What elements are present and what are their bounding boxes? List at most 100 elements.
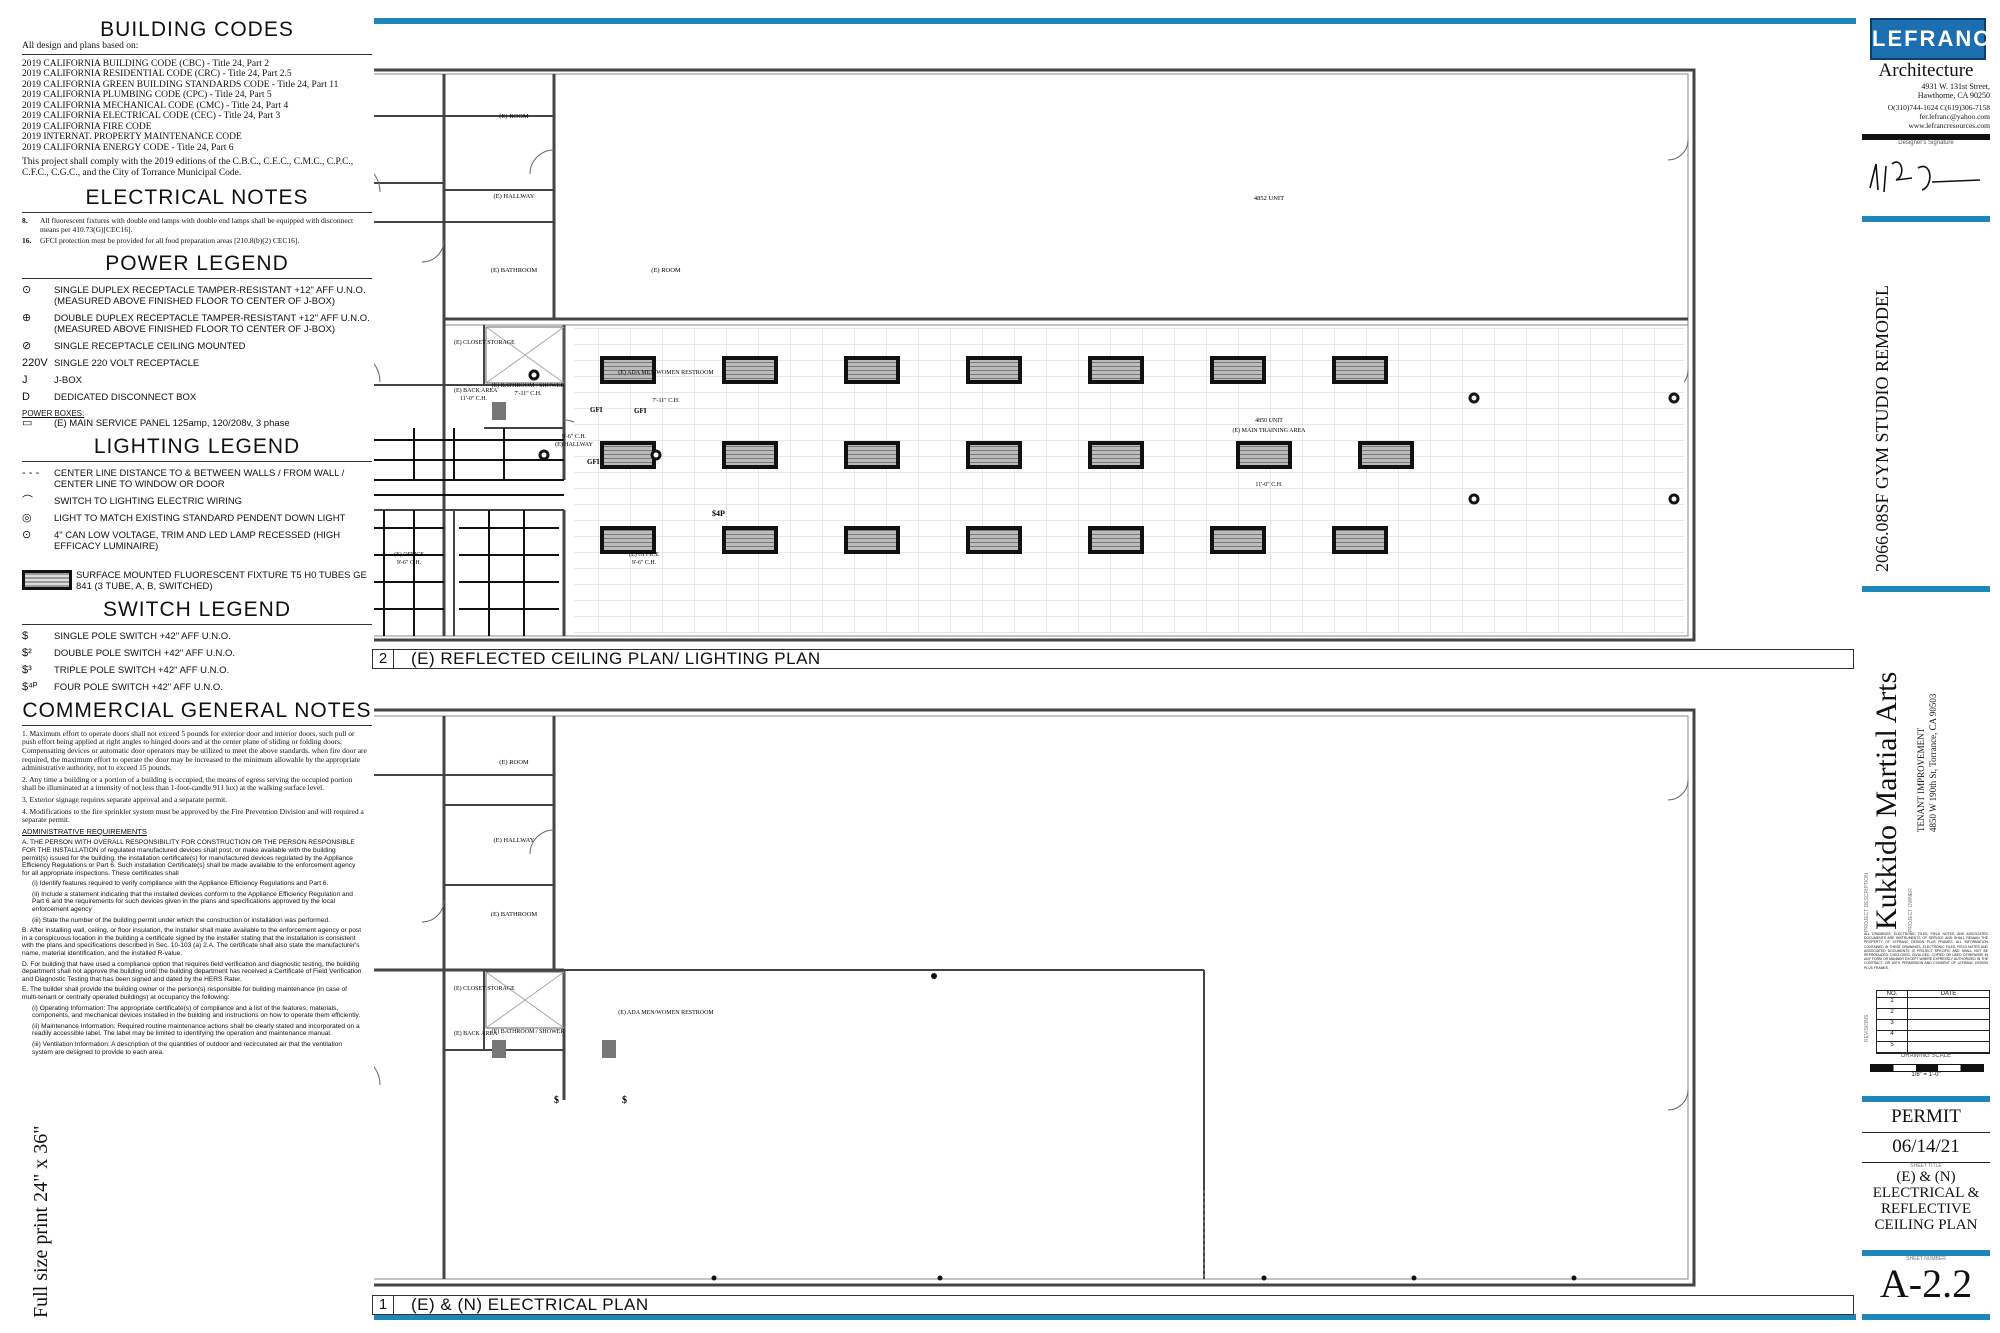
power-legend-title: POWER LEGEND <box>105 251 289 275</box>
rev-date-header: DATE <box>1940 991 1957 997</box>
room-label-back-area-ch: 11'-0" C.H. <box>460 396 488 402</box>
lighting-legend-title: LIGHTING LEGEND <box>93 434 301 458</box>
receptacle-symbol <box>711 1275 717 1281</box>
revision-number: 4 <box>1877 1031 1908 1041</box>
top-border-bar <box>374 18 1856 24</box>
fluorescent-fixture <box>1236 441 1292 469</box>
room-label-back-area: (E) BACK AREA <box>454 1030 498 1037</box>
legend-text: DOUBLE DUPLEX RECEPTACLE TAMPER-RESISTAN… <box>54 312 370 335</box>
fluorescent-fixtures <box>600 356 1414 554</box>
legend-text: LIGHT TO MATCH EXISTING STANDARD PENDENT… <box>54 512 346 524</box>
fluorescent-fixture <box>722 526 778 554</box>
building-code-item: 2019 CALIFORNIA MECHANICAL CODE (CMC) - … <box>22 100 289 111</box>
pendant-lights <box>528 369 1680 505</box>
legend-row: ◎LIGHT TO MATCH EXISTING STANDARD PENDEN… <box>22 512 372 524</box>
status-text: PERMIT <box>1891 1106 1961 1127</box>
gfi-label: GFI <box>590 406 603 414</box>
revision-row: 4 <box>1877 1031 1989 1042</box>
fluorescent-fixture <box>966 526 1022 554</box>
legend-row: 220V SINGLE 220 VOLT RECEPTACLE <box>22 356 372 369</box>
sheet-title: (E) & (N) ELECTRICAL & REFLECTIVE CEILIN… <box>1872 1169 1980 1233</box>
electrical-note: 8.All fluorescent fixtures with double e… <box>22 216 372 234</box>
admin-requirement: (i) Identify features required to verify… <box>32 880 329 888</box>
plan-number: 2 <box>373 650 394 668</box>
divider <box>22 724 372 726</box>
fluorescent-fixture <box>722 356 778 384</box>
building-code-item: 2019 CALIFORNIA ENERGY CODE - Title 24, … <box>22 142 234 153</box>
legend-row: - - -CENTER LINE DISTANCE TO & BETWEEN W… <box>22 467 372 490</box>
plans-drawing: (E) ROOM (E) HALLWAY (E) BATHROOM (E) RO… <box>374 68 1696 1287</box>
power-boxes-label: POWER BOXES: <box>22 408 85 418</box>
firm-logo: LEFRANC <box>1870 18 1989 60</box>
admin-requirement: B. After installing wall, ceiling, or fl… <box>22 927 362 958</box>
admin-requirement: (ii) Include a statement indicating that… <box>32 890 353 914</box>
toilet <box>492 402 506 420</box>
admin-requirement: D. For building that have used a complia… <box>22 960 362 983</box>
fluorescent-fixture <box>1332 356 1388 384</box>
divider <box>22 53 372 55</box>
fluorescent-fixture <box>1332 526 1388 554</box>
project-description: 2066.08SF GYM STUDIO REMODEL <box>1872 284 1892 572</box>
shower-enclosure <box>485 971 565 1029</box>
project-desc-box: 2066.08SF GYM STUDIO REMODEL <box>1862 216 1990 592</box>
logo-text: LEFRANC <box>1872 26 1992 51</box>
legend-text: SINGLE 220 VOLT RECEPTACLE <box>54 357 200 369</box>
gfi-label: GFI <box>587 458 600 466</box>
legend-text: SINGLE POLE SWITCH +42" AFF U.N.O. <box>54 630 231 642</box>
fluorescent-fixture <box>1088 441 1144 469</box>
power-symbol-icon: ⊙ <box>22 283 32 296</box>
room-label-bath-shower: (E) BATHROOM / SHOWER <box>492 1028 565 1035</box>
room-label-office: (E) OFFICE <box>629 551 659 558</box>
receptacles <box>711 973 1577 1281</box>
admin-requirement: (ii) Maintenance Information: Required r… <box>32 1022 360 1038</box>
title-block: LEFRANC Architecture 4931 W. 131st Stree… <box>1862 18 1990 1323</box>
room-label-back-area: (E) BACK AREA <box>454 387 498 394</box>
power-symbol-icon: ⊕ <box>22 311 32 324</box>
room-label-closet: (E) CLOSET STORAGE <box>454 339 515 346</box>
building-codes-section: BUILDING CODES All design and plans base… <box>22 18 372 178</box>
client-name: Kukkido Martial Arts <box>1870 671 1903 930</box>
pendant-light <box>528 369 540 381</box>
power-symbol-icon: 220V <box>22 356 48 369</box>
toilet <box>602 1040 616 1058</box>
admin-requirement: (i) Operating Information: The appropria… <box>32 1004 361 1020</box>
legend-text: DEDICATED DISCONNECT BOX <box>54 391 197 403</box>
switch-symbol-icon: $ <box>22 629 29 642</box>
building-code-item: 2019 CALIFORNIA PLUMBING CODE (CPC) - Ti… <box>22 90 272 100</box>
building-code-item: 2019 INTERNAT. PROPERTY MAINTENANCE CODE <box>22 132 242 142</box>
power-legend-section: POWER LEGEND ⊙ SINGLE DUPLEX RECEPTACLE T… <box>22 252 372 429</box>
fixture-legend-row: SURFACE MOUNTED FLUORESCENT FIXTURE T5 H… <box>22 569 372 592</box>
legend-row: ⊙ SINGLE DUPLEX RECEPTACLE TAMPER-RESISTA… <box>22 283 372 307</box>
fixture-text: SURFACE MOUNTED FLUORESCENT FIXTURE T5 H… <box>76 569 367 592</box>
room-label-hallway: (E) HALLWAY <box>555 441 593 448</box>
firm-website: www.lefrancresources.com <box>1908 121 1990 130</box>
building-code-item: 2019 CALIFORNIA GREEN BUILDING STANDARDS… <box>22 79 339 90</box>
electrical-note: 16.GFCI protection must be provided for … <box>22 237 372 246</box>
general-note: 4. Modifications to the fire sprinkler s… <box>22 806 364 825</box>
main-panel-row: ▭ (E) MAIN SERVICE PANEL 125amp, 120/208… <box>22 417 372 429</box>
main-panel-text: (E) MAIN SERVICE PANEL 125amp, 120/208v,… <box>54 417 290 429</box>
building-codes-intro: All design and plans based on: <box>22 41 139 51</box>
client-box: PROJECT DESCRIPTION Kukkido Martial Arts… <box>1862 592 1990 932</box>
top-plan-outline <box>374 68 1696 642</box>
room-label-bathroom: (E) BATHROOM <box>491 267 538 274</box>
fluorescent-fixture <box>722 441 778 469</box>
legend-text: SINGLE DUPLEX RECEPTACLE TAMPER-RESISTAN… <box>54 284 366 307</box>
general-notes-list: 1. Maximum effort to operate doors shall… <box>22 729 367 825</box>
fluorescent-fixture <box>600 526 656 554</box>
toilet <box>492 1040 506 1058</box>
revision-date <box>1908 998 1989 1008</box>
drawing-scale-label: DRAWING SCALE <box>1900 1053 1952 1059</box>
notes-column: BUILDING CODES All design and plans base… <box>22 18 372 1318</box>
receptacle-symbol <box>1571 1275 1577 1281</box>
switch-symbol: $ <box>554 1095 559 1106</box>
revision-date <box>1908 1009 1989 1019</box>
electrical-notes-section: ELECTRICAL NOTES 8.All fluorescent fixtu… <box>22 186 372 246</box>
plan-title: (E) & (N) ELECTRICAL PLAN <box>411 1295 649 1314</box>
plan-number: 1 <box>373 1296 394 1314</box>
scale-bar <box>1870 1064 1984 1072</box>
gfi-label: GFI <box>634 407 647 415</box>
fluorescent-fixture <box>966 441 1022 469</box>
